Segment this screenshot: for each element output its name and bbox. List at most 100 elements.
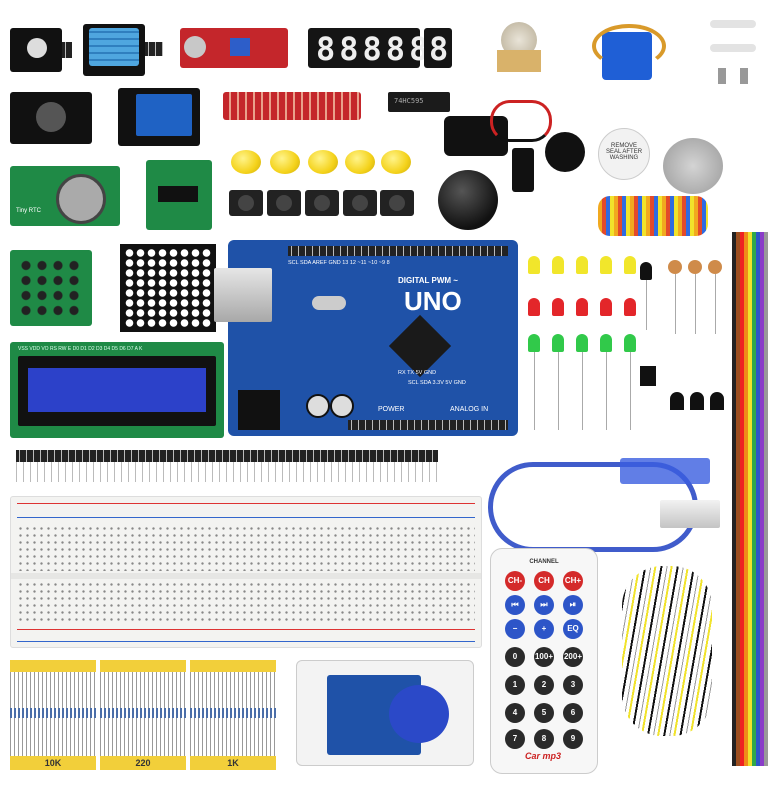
remote-button[interactable]: 1 — [505, 675, 525, 695]
capacitor-2 — [330, 394, 354, 418]
remote-button[interactable]: − — [505, 619, 525, 639]
resistor-tape-top — [190, 660, 276, 672]
battery-cable — [490, 100, 552, 142]
screw-icon — [718, 68, 726, 84]
stepper-wires — [598, 196, 708, 236]
led-leg — [630, 352, 631, 430]
joystick-cap — [36, 102, 66, 132]
breadboard — [10, 496, 482, 648]
rtc-module: Tiny RTC — [10, 166, 120, 226]
dupont-ribbon-cable — [732, 232, 768, 766]
pin-labels-top: SCL SDA AREF GND 13 12 ~11 ~10 ~9 8 — [288, 260, 390, 266]
remote-button[interactable]: 6 — [563, 703, 583, 723]
led-8 — [576, 298, 588, 316]
joystick-module — [10, 92, 92, 144]
single-digit-display: 8 — [424, 28, 452, 68]
led-1 — [528, 256, 540, 274]
resistor-label: 1K — [190, 756, 276, 770]
photoresistor-leg — [715, 274, 716, 334]
servo-horns — [706, 16, 766, 96]
remote-button[interactable]: CH- — [505, 571, 525, 591]
male-pin-header-strip — [16, 450, 438, 462]
pin-labels-bottom: SCL SDA 3.3V 5V GND — [408, 380, 466, 386]
led-6 — [528, 298, 540, 316]
button-cap-2 — [270, 150, 300, 174]
led-10 — [624, 298, 636, 316]
remote-button[interactable]: CH+ — [563, 571, 583, 591]
stepper-motor — [663, 138, 723, 194]
uno-board: DIGITAL PWM ~ SCL SDA AREF GND 13 12 ~11… — [214, 240, 518, 436]
water-level-sensor — [223, 92, 361, 120]
potentiometer — [497, 22, 541, 78]
remote-button[interactable]: 5 — [534, 703, 554, 723]
remote-header: CHANNEL — [529, 559, 559, 565]
potentiometer-base — [497, 50, 541, 72]
remote-button[interactable]: EQ — [563, 619, 583, 639]
pin-header — [62, 42, 72, 58]
resistor-tape-top — [100, 660, 186, 672]
remote-button[interactable]: 4 — [505, 703, 525, 723]
breadboard-holes-top — [17, 525, 475, 571]
jumper-wire-bundle — [622, 566, 712, 736]
remote-button[interactable]: CH — [534, 571, 554, 591]
power-rail-red — [17, 503, 475, 504]
power-label: POWER — [378, 406, 405, 413]
tactile-switch-3 — [305, 190, 339, 216]
servo-horn-1 — [710, 20, 756, 28]
remote-button[interactable]: 3 — [563, 675, 583, 695]
single-digit-text: 8 — [429, 30, 449, 68]
remote-button[interactable]: ⏮ — [505, 595, 525, 615]
led-leg — [558, 352, 559, 430]
remote-button[interactable]: 200+ — [563, 647, 583, 667]
led-11 — [528, 334, 540, 352]
buzzer-sticker-text: REMOVE SEAL AFTER WASHING — [605, 143, 643, 161]
button-cap-3 — [308, 150, 338, 174]
analog-label: ANALOG IN — [450, 406, 489, 413]
remote-button[interactable]: 100+ — [534, 647, 554, 667]
remote-button[interactable]: ⏭ — [534, 595, 554, 615]
tactile-switch-2 — [267, 190, 301, 216]
photoresistor-1 — [668, 260, 682, 274]
remote-button[interactable]: 8 — [534, 729, 554, 749]
led-leg — [582, 352, 583, 430]
microcontroller-chip — [388, 314, 452, 378]
photoresistor-2 — [688, 260, 702, 274]
led-5 — [624, 256, 636, 274]
remote-button[interactable]: + — [534, 619, 554, 639]
microphone-icon — [184, 36, 206, 58]
dc-barrel-plug — [512, 148, 534, 192]
led-15 — [624, 334, 636, 352]
lcd-screen — [28, 368, 206, 412]
servo-horn-2 — [710, 44, 756, 52]
relay-body — [136, 94, 192, 136]
dht11-sensor-module — [83, 24, 163, 76]
crystal — [312, 296, 346, 310]
pin-header-legs — [16, 462, 438, 482]
lcd-pin-label: VSS VDD VO RS RW E D0 D1 D2 D3 D4 D5 D6 … — [18, 346, 143, 352]
seven-segment-digits: 88888 — [316, 30, 433, 68]
rgb-led-module — [10, 28, 72, 72]
resistor-tape-top — [10, 660, 96, 672]
capacitor-1 — [306, 394, 330, 418]
ir-receiver — [640, 366, 656, 386]
remote-button[interactable]: 9 — [563, 729, 583, 749]
coin-battery — [56, 174, 106, 224]
led-12 — [552, 334, 564, 352]
led-matrix — [120, 244, 216, 332]
transistor-2 — [690, 392, 704, 410]
photoresistor-leg — [675, 274, 676, 334]
remote-button[interactable]: 0 — [505, 647, 525, 667]
button-cap-4 — [345, 150, 375, 174]
remote-button[interactable]: 2 — [534, 675, 554, 695]
relay-module — [118, 88, 200, 146]
lcd-1602-module: VSS VDD VO RS RW E D0 D1 D2 D3 D4 D5 D6 … — [10, 342, 224, 438]
analog-header — [348, 420, 508, 430]
tactile-switch-4 — [343, 190, 377, 216]
led-13 — [576, 334, 588, 352]
remote-button[interactable]: ⏯ — [563, 595, 583, 615]
rx-tx-label: RX TX 5V GND — [398, 370, 437, 376]
resistor-color-bands — [190, 708, 276, 718]
remote-button[interactable]: 7 — [505, 729, 525, 749]
led-matrix-dots — [124, 248, 212, 328]
resistor-label: 220 — [100, 756, 186, 770]
